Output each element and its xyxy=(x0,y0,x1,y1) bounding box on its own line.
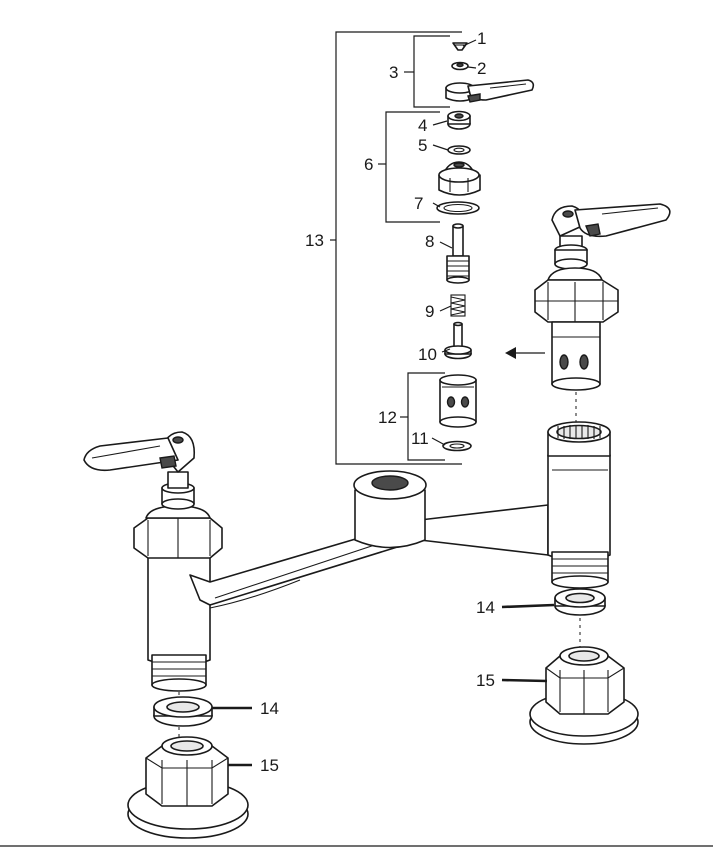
callout-15-left: 15 xyxy=(260,756,279,775)
part-8-stem xyxy=(446,223,470,284)
callout-7: 7 xyxy=(414,194,423,213)
removal-arrow xyxy=(505,347,545,359)
callout-1: 1 xyxy=(477,29,486,48)
part-15-right-nut xyxy=(529,646,639,745)
right-valve-head xyxy=(534,203,671,391)
part-14-left-washer xyxy=(153,696,213,727)
leader-lines xyxy=(212,39,555,767)
callout-4: 4 xyxy=(418,116,427,135)
bracket-3 xyxy=(404,35,450,108)
callout-6: 6 xyxy=(364,155,373,174)
left-valve-head xyxy=(83,431,223,559)
callout-3: 3 xyxy=(389,63,398,82)
part-1-screw xyxy=(452,42,468,51)
bracket-12 xyxy=(400,372,445,461)
bracket-6 xyxy=(378,111,440,223)
part-11-washer xyxy=(442,440,472,452)
callout-11: 11 xyxy=(411,429,429,448)
callout-14-right: 14 xyxy=(476,598,495,617)
callout-14-left: 14 xyxy=(260,699,279,718)
part-10-stem xyxy=(444,321,472,360)
part-12-cartridge xyxy=(439,374,477,428)
part-15-left-nut xyxy=(127,736,249,839)
part-6-bonnet xyxy=(438,161,481,196)
bracket-13 xyxy=(330,31,462,465)
callout-2: 2 xyxy=(477,59,486,78)
callout-12: 12 xyxy=(378,408,397,427)
part-2-index-button xyxy=(451,61,469,71)
callout-9: 9 xyxy=(425,302,434,321)
callout-15-right: 15 xyxy=(476,671,495,690)
faucet-body xyxy=(147,421,611,692)
part-9-spring xyxy=(450,294,466,317)
callout-13: 13 xyxy=(305,231,324,250)
callout-10: 10 xyxy=(418,345,437,364)
right-collar-threads xyxy=(557,425,601,439)
part-5-washer xyxy=(447,145,471,155)
part-7-o-ring xyxy=(436,201,480,215)
callout-5: 5 xyxy=(418,136,427,155)
part-4-nut xyxy=(447,110,471,130)
cartridge-stack xyxy=(436,42,535,452)
callout-8: 8 xyxy=(425,232,434,251)
part-14-right-washer xyxy=(554,588,606,616)
part-3-lever-handle xyxy=(445,79,535,103)
